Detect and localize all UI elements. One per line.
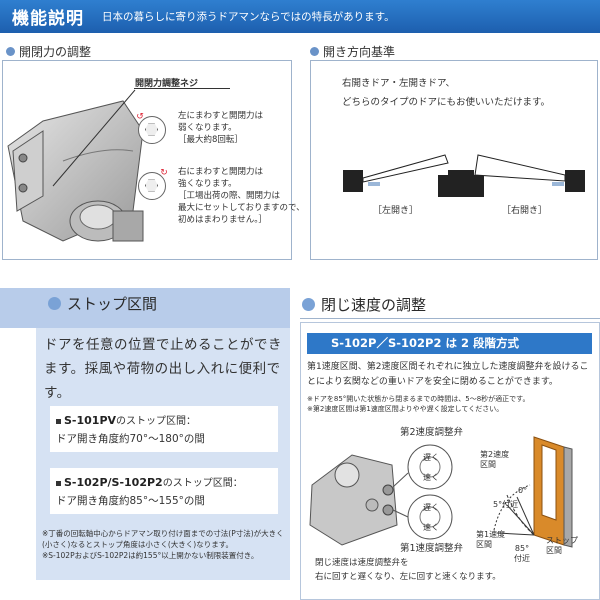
valve1-label: 第1速度調整弁 [400,543,464,554]
spec1-range: ドア開き角度約70°～180°の間 [56,433,205,445]
spec2-range: ドア開き角度約85°～155°の間 [56,495,205,507]
speed-note2: ※第2速度区間は第1速度区間よりやや遅く設定してください。 [307,405,504,413]
direction-panel [310,60,598,260]
stop-panel [36,328,290,580]
stop-zone-line1: ストップ [546,536,578,545]
dial-left-icon: ↺ [136,112,166,144]
force-adjust-panel [2,60,292,260]
stop-note2: ※S-102PおよびS-102P2は約155°以上開かない制限装置付き。 [42,551,259,560]
speed-bottom-line2: 右に回すと遅くなり、左に回すと速くなります。 [315,572,501,582]
direction-description: 右開きドア・左開きドア、 どちらのタイプのドアにもお使いいただけます。 [342,74,550,112]
stop-spec-s102p: S-102P/S-102P2のストップ区間： ドア開き角度約85°～155°の間 [50,468,278,514]
spec2-model: S-102P/S-102P2 [64,476,163,489]
spec2-suffix: のストップ区間： [162,478,243,489]
screw-label-underline [134,88,230,89]
angle-85-label: 85° 付近 [514,544,530,564]
right-turn-text: 右にまわすと開閉力は 強くなります。 ［工場出荷の際、開閉力は 最大にセットして… [178,167,305,225]
stop-main-text: ドアを任意の位置で止めることができます。採風や荷物の出し入れに便利です。 [44,337,282,401]
left-open-label: ［左開き］ [373,206,419,216]
zone1-line2: 区間 [476,540,492,549]
angle-0-label: 0° [518,486,528,495]
force-adjust-title: 開閉力の調整 [6,43,91,60]
zone2-line1: 第2速度 [480,450,510,459]
stop-title-text: ストップ区間 [67,295,158,313]
valve2-fast: 速く [423,473,439,482]
stop-notes: ※丁番の回転軸中心からドアマン取り付け面までの寸法(P寸法)が大きく(小さく)な… [42,528,290,561]
spec1-suffix: のストップ区間： [116,416,197,427]
valve2-slow: 遅く [423,453,439,462]
zone1-line1: 第1速度 [476,530,506,539]
stop-zone-line2: 区間 [546,546,562,555]
speed-banner: S-102P／S-102P2 は 2 段階方式 [307,333,592,354]
screw-label: 開閉力調整ネジ [135,79,199,89]
angle85-line1: 85° [514,544,530,553]
bullet-icon [310,47,319,56]
bullet-icon [6,47,15,56]
speed-description: 第1速度区間、第2速度区間それぞれに独立した速度調整弁を設けることにより玄関など… [307,362,589,387]
angle85-line2: 付近 [514,554,530,563]
speed-valve-diagram [309,436,573,548]
direction-title: 開き方向基準 [310,43,395,60]
stop-title: ストップ区間 [48,293,157,314]
spec1-heading: S-101PVのストップ区間： [56,412,196,427]
header-bar: 機能説明 日本の暮らしに寄り添うドアマンならではの特長があります。 [0,0,600,33]
right-open-label: ［右開き］ [502,206,548,216]
speed-note1: ※ドアを85°開いた状態から閉まるまでの時間は、5～8秒が適正です。 [307,395,530,403]
zone2-line2: 区間 [480,460,496,469]
door-direction-diagram [343,154,585,197]
speed-title-rule [300,318,600,319]
speed-bottom-text: 閉じ速度は速度調整弁を 右に回すと遅くなり、左に回すと速くなります。 [315,556,501,584]
direction-desc-line2: どちらのタイプのドアにもお使いいただけます。 [342,97,551,108]
zone1-label: 第1速度 区間 [476,530,505,550]
spec1-model: S-101PV [64,414,117,427]
left-turn-text: 左にまわすと開閉力は 弱くなります。 ［最大約8回転］ [178,111,264,145]
speed-title: 閉じ速度の調整 [302,294,426,315]
stop-zone-label: ストップ 区間 [546,536,578,556]
bullet-icon [48,297,61,310]
page-title: 機能説明 [12,9,84,29]
stop-title-background [0,288,290,328]
stop-note1: ※丁番の回転軸中心からドアマン取り付け面までの寸法(P寸法)が大きく(小さく)な… [42,529,284,549]
square-bullet-icon [56,480,61,486]
valve1-slow: 遅く [423,503,439,512]
valve2-label: 第2速度調整弁 [400,427,464,438]
speed-title-text: 閉じ速度の調整 [321,296,427,314]
stop-spec-s101pv: S-101PVのストップ区間： ドア開き角度約70°～180°の間 [50,406,278,452]
zone2-label: 第2速度 区間 [480,450,509,470]
angle-5-label: 5°付近 [493,500,519,509]
valve1-fast: 速く [423,523,439,532]
bullet-icon [302,298,315,311]
door-closer-illustration [7,100,144,242]
speed-bottom-line1: 閉じ速度は速度調整弁を [315,558,409,568]
spec2-heading: S-102P/S-102P2のストップ区間： [56,474,243,489]
dial-right-icon: ↻ [138,168,168,200]
direction-desc-line1: 右開きドア・左開きドア、 [342,78,456,89]
leader-line [52,89,136,187]
page-subtitle: 日本の暮らしに寄り添うドアマンならではの特長があります。 [102,11,395,23]
direction-title-text: 開き方向基準 [323,45,396,59]
force-adjust-title-text: 開閉力の調整 [19,45,92,59]
square-bullet-icon [56,418,61,424]
speed-notes: ※ドアを85°開いた状態から閉まるまでの時間は、5～8秒が適正です。 ※第2速度… [307,394,597,414]
